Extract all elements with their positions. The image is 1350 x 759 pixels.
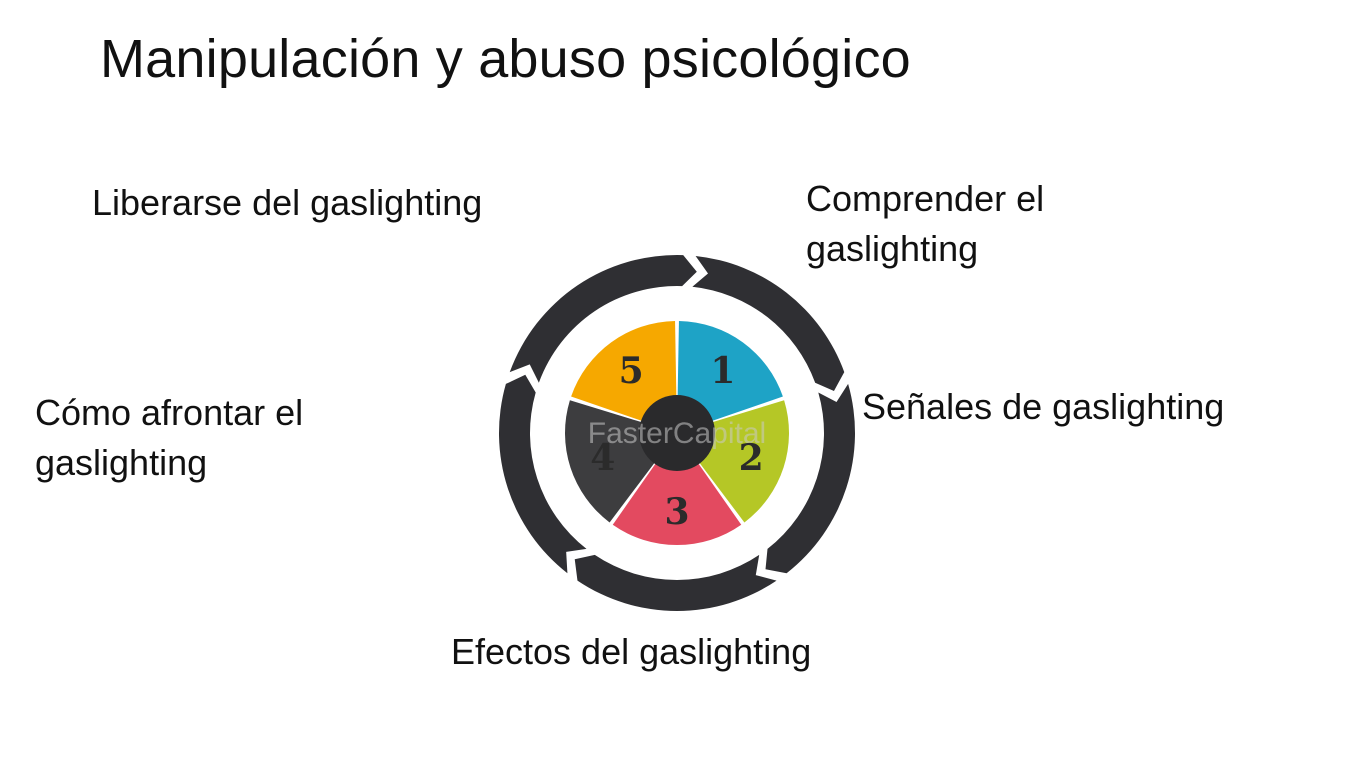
ring-arrow-segment bbox=[692, 255, 845, 391]
label-step-1-line2: gaslighting bbox=[806, 228, 979, 269]
cycle-ring bbox=[499, 255, 855, 611]
segment-number-1: 1 bbox=[710, 350, 735, 392]
ring-arrow-segment bbox=[574, 554, 777, 611]
segment-number-5: 5 bbox=[619, 350, 644, 392]
label-step-5: Liberarse del gaslighting bbox=[92, 182, 483, 223]
segment-number-2: 2 bbox=[739, 437, 764, 479]
watermark-text: FasterCapital bbox=[588, 417, 766, 450]
ring-arrow-segment bbox=[509, 255, 697, 383]
segment-numbers: 1 2 3 4 5 bbox=[590, 350, 763, 533]
pie-segment-3 bbox=[612, 433, 742, 545]
label-step-1: Comprender el gaslighting bbox=[806, 174, 1044, 274]
cycle-diagram-svg: FasterCapital 1 2 3 4 5 bbox=[499, 255, 855, 611]
ring-arrow-segment bbox=[499, 374, 587, 574]
label-step-1-line1: Comprender el bbox=[806, 178, 1045, 219]
segment-number-3: 3 bbox=[664, 491, 689, 533]
label-step-4-line1: Cómo afrontar el bbox=[35, 392, 304, 433]
cycle-diagram: FasterCapital 1 2 3 4 5 bbox=[490, 250, 870, 620]
segment-number-4: 4 bbox=[590, 437, 615, 479]
page-title: Manipulación y abuso psicológico bbox=[100, 29, 911, 89]
label-step-3: Efectos del gaslighting bbox=[451, 631, 812, 672]
pie-segment-1 bbox=[677, 321, 783, 433]
pie-segment-5 bbox=[571, 321, 677, 433]
center-hub bbox=[639, 395, 715, 471]
label-step-2: Señales de gaslighting bbox=[862, 386, 1225, 427]
label-step-4: Cómo afrontar el gaslighting bbox=[35, 388, 303, 488]
ring-arrow-segment bbox=[765, 383, 855, 574]
label-step-4-line2: gaslighting bbox=[35, 442, 208, 483]
